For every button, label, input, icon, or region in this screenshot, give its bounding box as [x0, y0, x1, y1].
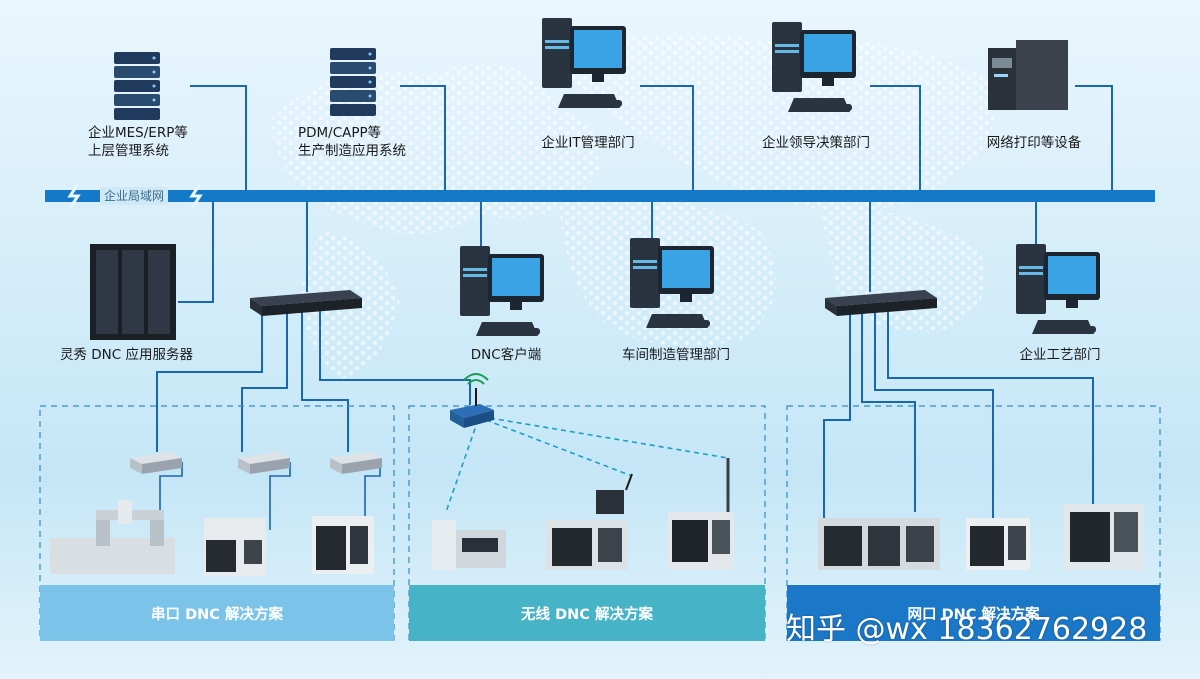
label-line: 企业MES/ERP等	[88, 125, 188, 141]
lan-bus	[45, 190, 1155, 202]
label-line: 上层管理系统	[88, 143, 169, 159]
it-label: 企业IT管理部门	[541, 135, 635, 151]
edm-machine-icon	[432, 520, 506, 570]
serial-box-icon	[330, 452, 382, 474]
machining-center-icon	[546, 520, 628, 570]
workstation-icon	[460, 246, 544, 336]
label-line: 生产制造应用系统	[298, 143, 406, 159]
machining-center-icon	[312, 516, 374, 574]
machining-center-icon	[966, 518, 1030, 570]
workstation-icon	[630, 238, 714, 328]
dnc-client-label: DNC客户端	[470, 347, 542, 363]
wireless-module-icon	[596, 473, 633, 514]
label-line: PDM/CAPP等	[298, 125, 382, 141]
rack-server-icon	[330, 48, 376, 116]
leader-label: 企业领导决策部门	[762, 135, 870, 151]
machining-center-icon	[818, 518, 940, 570]
serial-box-icon	[238, 452, 290, 474]
wireless-solution-banner: 无线 DNC 解决方案	[409, 585, 765, 641]
printer-icon	[988, 40, 1068, 110]
mes-label: 企业MES/ERP等 上层管理系统	[88, 124, 188, 160]
server-cabinet-icon	[90, 244, 176, 340]
watermark: 知乎 @wx 18362762928	[786, 612, 1148, 647]
network-switch-icon	[250, 290, 362, 316]
wireless-router-icon	[450, 373, 494, 428]
cnc-lathe-icon	[668, 512, 734, 570]
workstation-icon	[772, 22, 856, 112]
serial-box-icon	[130, 452, 182, 474]
ethernet-solution-banner: 网口 DNC 解决方案	[787, 585, 1160, 641]
workstation-icon	[542, 18, 626, 108]
printer-label: 网络打印等设备	[986, 135, 1082, 151]
lan-label: 企业局域网	[100, 187, 169, 205]
pdm-label: PDM/CAPP等 生产制造应用系统	[298, 124, 406, 160]
workstation-icon	[1016, 244, 1100, 334]
network-switch-icon	[825, 290, 937, 316]
serial-solution-banner: 串口 DNC 解决方案	[40, 585, 394, 641]
workshop-label: 车间制造管理部门	[622, 347, 730, 363]
turning-center-icon	[1064, 504, 1144, 570]
rack-server-icon	[114, 52, 160, 120]
wireless-solution-box	[408, 405, 766, 641]
dnc-server-label: 灵秀 DNC 应用服务器	[60, 347, 194, 363]
process-label: 企业工艺部门	[1019, 347, 1101, 363]
gantry-mill-icon	[50, 500, 175, 574]
cnc-lathe-icon	[204, 518, 266, 576]
